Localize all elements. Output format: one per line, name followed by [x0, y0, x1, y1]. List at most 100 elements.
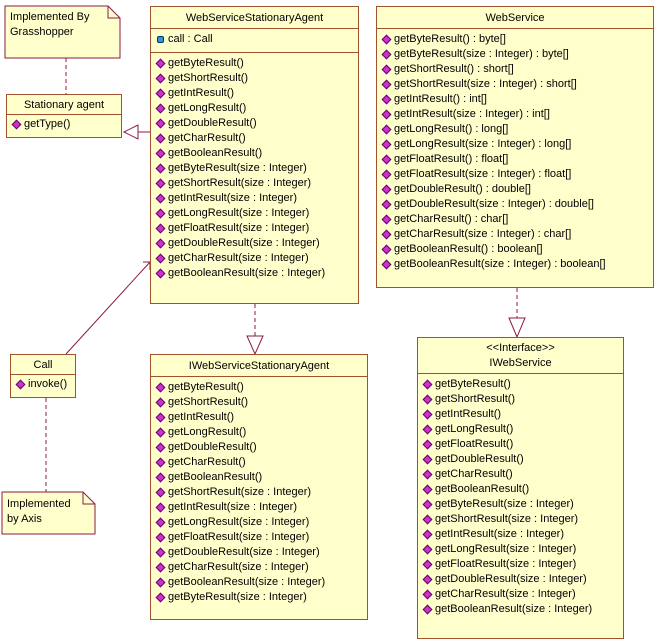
method-list: getType()	[7, 115, 121, 132]
method-item[interactable]: getByteResult() : byte[]	[381, 32, 653, 47]
method-item[interactable]: getLongResult() : long[]	[381, 122, 653, 137]
method-item[interactable]: getType()	[11, 117, 121, 132]
method-item[interactable]: getFloatResult(size : Integer) : float[]	[381, 167, 653, 182]
method-item[interactable]: getDoubleResult() : double[]	[381, 182, 653, 197]
method-item[interactable]: getCharResult() : char[]	[381, 212, 653, 227]
method-label: getCharResult(size : Integer)	[435, 588, 576, 600]
method-item[interactable]: getBooleanResult(size : Integer)	[155, 266, 358, 281]
class-title: WebService	[485, 12, 545, 24]
method-item[interactable]: getCharResult(size : Integer) : char[]	[381, 227, 653, 242]
method-item[interactable]: getDoubleResult(size : Integer)	[155, 236, 358, 251]
method-item[interactable]: getIntResult(size : Integer)	[155, 191, 358, 206]
public-method-icon	[422, 469, 433, 480]
method-item[interactable]: getIntResult(size : Integer)	[155, 500, 367, 515]
method-item[interactable]: getIntResult()	[155, 86, 358, 101]
method-item[interactable]: getDoubleResult(size : Integer)	[155, 545, 367, 560]
method-label: getDoubleResult()	[168, 441, 257, 453]
method-item[interactable]: getFloatResult()	[422, 437, 623, 452]
method-item[interactable]: getIntResult(size : Integer)	[422, 527, 623, 542]
method-item[interactable]: getDoubleResult(size : Integer)	[422, 572, 623, 587]
method-item[interactable]: getLongResult(size : Integer) : long[]	[381, 137, 653, 152]
public-method-icon	[155, 472, 166, 483]
method-item[interactable]: getShortResult()	[422, 392, 623, 407]
method-item[interactable]: getBooleanResult()	[155, 470, 367, 485]
public-method-icon	[155, 412, 166, 423]
method-item[interactable]: getIntResult()	[155, 410, 367, 425]
method-item[interactable]: getCharResult()	[155, 455, 367, 470]
method-item[interactable]: getBooleanResult()	[155, 146, 358, 161]
method-item[interactable]: getLongResult(size : Integer)	[155, 206, 358, 221]
method-item[interactable]: getShortResult(size : Integer)	[155, 485, 367, 500]
method-item[interactable]: getByteResult()	[155, 380, 367, 395]
method-label: getBooleanResult(size : Integer) : boole…	[394, 258, 606, 270]
method-item[interactable]: getDoubleResult()	[155, 116, 358, 131]
method-item[interactable]: getBooleanResult(size : Integer) : boole…	[381, 257, 653, 272]
method-item[interactable]: getLongResult(size : Integer)	[155, 515, 367, 530]
method-item[interactable]: getFloatResult() : float[]	[381, 152, 653, 167]
class-call[interactable]: Call invoke()	[10, 354, 76, 398]
public-method-icon	[155, 592, 166, 603]
method-label: getByteResult(size : Integer)	[168, 591, 307, 603]
attribute-item[interactable]: call : Call	[157, 32, 358, 47]
method-item[interactable]: getDoubleResult()	[422, 452, 623, 467]
method-item[interactable]: getCharResult(size : Integer)	[155, 560, 367, 575]
class-title: IWebServiceStationaryAgent	[188, 360, 330, 372]
method-item[interactable]: getCharResult(size : Integer)	[422, 587, 623, 602]
public-method-icon	[155, 163, 166, 174]
method-item[interactable]: getFloatResult(size : Integer)	[422, 557, 623, 572]
method-item[interactable]: getByteResult(size : Integer)	[155, 161, 358, 176]
method-item[interactable]: getLongResult()	[422, 422, 623, 437]
public-method-icon	[155, 193, 166, 204]
public-method-icon	[381, 64, 392, 75]
method-item[interactable]: getByteResult(size : Integer)	[422, 497, 623, 512]
class-webservice-stationary-agent[interactable]: WebServiceStationaryAgent call : Call ge…	[150, 6, 359, 304]
method-item[interactable]: getBooleanResult(size : Integer)	[155, 575, 367, 590]
method-item[interactable]: getShortResult()	[155, 395, 367, 410]
public-method-icon	[155, 442, 166, 453]
method-item[interactable]: getDoubleResult()	[155, 440, 367, 455]
interface-iwebservice[interactable]: <<Interface>> IWebService getByteResult(…	[417, 337, 624, 639]
class-stationary-agent[interactable]: Stationary agent getType()	[6, 94, 122, 138]
public-method-icon	[422, 529, 433, 540]
method-item[interactable]: getBooleanResult()	[422, 482, 623, 497]
method-item[interactable]: getShortResult(size : Integer) : short[]	[381, 77, 653, 92]
method-item[interactable]: getBooleanResult() : boolean[]	[381, 242, 653, 257]
method-item[interactable]: getIntResult() : int[]	[381, 92, 653, 107]
method-item[interactable]: getCharResult()	[422, 467, 623, 482]
method-item[interactable]: getDoubleResult(size : Integer) : double…	[381, 197, 653, 212]
method-item[interactable]: getShortResult(size : Integer)	[422, 512, 623, 527]
method-item[interactable]: getByteResult()	[155, 56, 358, 71]
public-method-icon	[155, 457, 166, 468]
method-item[interactable]: getCharResult(size : Integer)	[155, 251, 358, 266]
method-item[interactable]: getByteResult(size : Integer) : byte[]	[381, 47, 653, 62]
method-item[interactable]: invoke()	[15, 377, 75, 392]
public-method-icon	[422, 589, 433, 600]
public-method-icon	[155, 487, 166, 498]
method-item[interactable]: getIntResult(size : Integer) : int[]	[381, 107, 653, 122]
public-method-icon	[422, 514, 433, 525]
class-webservice[interactable]: WebService getByteResult() : byte[]getBy…	[376, 6, 654, 288]
method-item[interactable]: getLongResult()	[155, 425, 367, 440]
method-item[interactable]: getFloatResult(size : Integer)	[155, 221, 358, 236]
method-item[interactable]: getCharResult()	[155, 131, 358, 146]
method-list: getByteResult()getShortResult()getIntRes…	[418, 374, 623, 617]
method-label: getLongResult(size : Integer)	[168, 516, 310, 528]
public-method-icon	[155, 268, 166, 279]
method-item[interactable]: getIntResult()	[422, 407, 623, 422]
method-item[interactable]: getFloatResult(size : Integer)	[155, 530, 367, 545]
method-item[interactable]: getShortResult(size : Integer)	[155, 176, 358, 191]
method-item[interactable]: getByteResult(size : Integer)	[155, 590, 367, 605]
method-label: getShortResult(size : Integer)	[435, 513, 579, 525]
method-label: getLongResult()	[168, 426, 247, 438]
method-item[interactable]: getShortResult()	[155, 71, 358, 86]
method-label: getDoubleResult(size : Integer)	[168, 546, 320, 558]
method-item[interactable]: getShortResult() : short[]	[381, 62, 653, 77]
method-item[interactable]: getByteResult()	[422, 377, 623, 392]
method-item[interactable]: getLongResult()	[155, 101, 358, 116]
method-item[interactable]: getBooleanResult(size : Integer)	[422, 602, 623, 617]
class-iwebservice-stationary-agent[interactable]: IWebServiceStationaryAgent getByteResult…	[150, 354, 368, 620]
public-method-icon	[155, 427, 166, 438]
method-item[interactable]: getLongResult(size : Integer)	[422, 542, 623, 557]
class-title: IWebService	[489, 357, 552, 369]
